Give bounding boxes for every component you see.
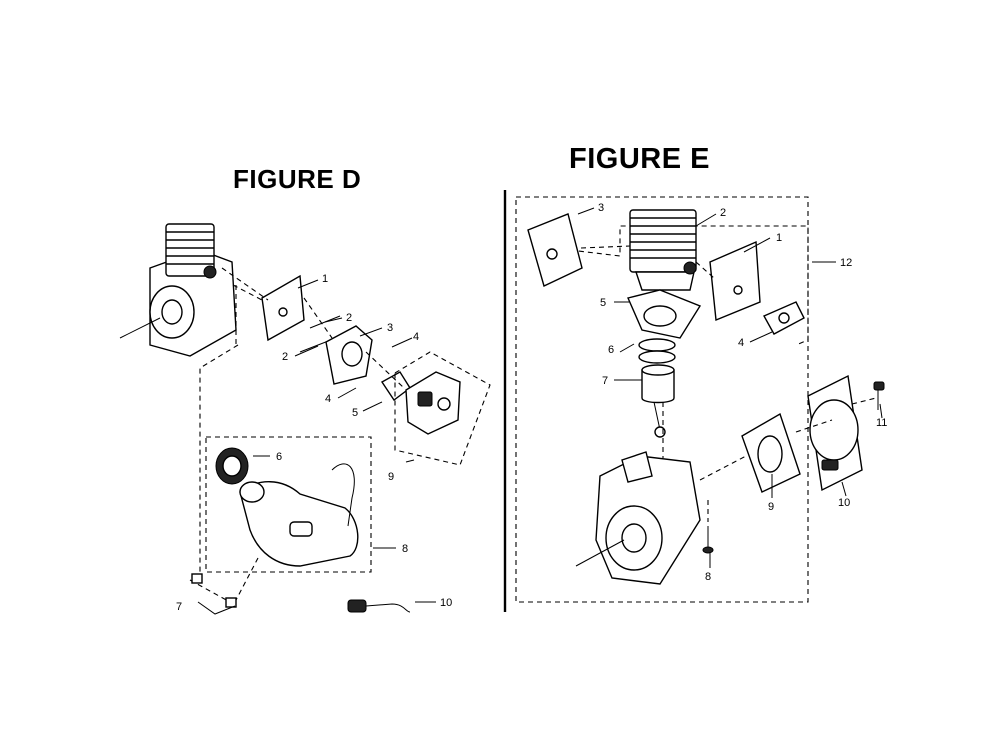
e-crankcase-cover-illustration bbox=[807, 374, 863, 492]
e-callout-10: 10 bbox=[838, 497, 850, 509]
d-callout-3: 3 bbox=[387, 322, 393, 334]
d-fuel-tank-illustration bbox=[239, 463, 359, 567]
e-cylinder-group-boundary bbox=[569, 225, 809, 346]
figure-e: 1 2 3 4 5 6 7 8 9 10 11 12 bbox=[515, 196, 887, 603]
d-grommet-b bbox=[225, 597, 237, 608]
d-callout-4-lower: 4 bbox=[325, 393, 331, 405]
e-exhaust-gasket bbox=[709, 240, 761, 322]
figure-d-title: FIGURE D bbox=[233, 164, 362, 194]
figure-e-title: FIGURE E bbox=[569, 143, 710, 175]
d-carburetor-group-boundary bbox=[394, 351, 491, 466]
d-callout-5: 5 bbox=[352, 407, 358, 419]
e-callout-7: 7 bbox=[602, 375, 608, 387]
e-mounting-screw bbox=[702, 526, 714, 554]
d-callout-10: 10 bbox=[440, 597, 452, 609]
e-engine-group-boundary bbox=[515, 196, 809, 603]
d-callout-9: 9 bbox=[388, 471, 394, 483]
e-piston-illustration bbox=[641, 364, 675, 438]
d-callout-6: 6 bbox=[276, 451, 282, 463]
d-fuel-cap-illustration bbox=[215, 447, 249, 485]
d-grommet-a bbox=[191, 573, 203, 584]
d-gasket-hole bbox=[278, 307, 288, 317]
e-callout-1: 1 bbox=[776, 232, 782, 244]
d-callout-8: 8 bbox=[402, 543, 408, 555]
figure-d: 1 2 2 3 4 4 5 6 7 8 9 10 bbox=[119, 223, 491, 615]
e-callout-8: 8 bbox=[705, 571, 711, 583]
d-callout-1: 1 bbox=[322, 273, 328, 285]
e-callout-4: 4 bbox=[738, 337, 744, 349]
d-callout-2-lower: 2 bbox=[282, 351, 288, 363]
e-cylinder-illustration bbox=[629, 209, 697, 291]
d-callout-4-upper: 4 bbox=[413, 331, 419, 343]
e-callout-3: 3 bbox=[598, 202, 604, 214]
e-callout-2: 2 bbox=[720, 207, 726, 219]
d-callout-7: 7 bbox=[176, 601, 182, 613]
e-callout-5: 5 bbox=[600, 297, 606, 309]
e-cover-bolt bbox=[873, 381, 885, 410]
e-piston-ring-upper bbox=[638, 338, 676, 352]
d-callout-2-upper: 2 bbox=[346, 312, 352, 324]
e-callout-12: 12 bbox=[840, 257, 852, 269]
d-grommet-guides bbox=[189, 557, 259, 603]
e-crankcase-illustration bbox=[575, 451, 701, 585]
d-carburetor-illustration bbox=[405, 371, 461, 435]
e-piston-ring-lower bbox=[638, 350, 676, 364]
e-callout-11: 11 bbox=[876, 417, 887, 429]
d-fuel-tank-group-boundary bbox=[205, 436, 372, 573]
d-fuel-line-illustration bbox=[347, 599, 411, 613]
e-callout-9: 9 bbox=[768, 501, 774, 513]
d-engine-illustration bbox=[119, 223, 237, 357]
e-callout-6: 6 bbox=[608, 344, 614, 356]
